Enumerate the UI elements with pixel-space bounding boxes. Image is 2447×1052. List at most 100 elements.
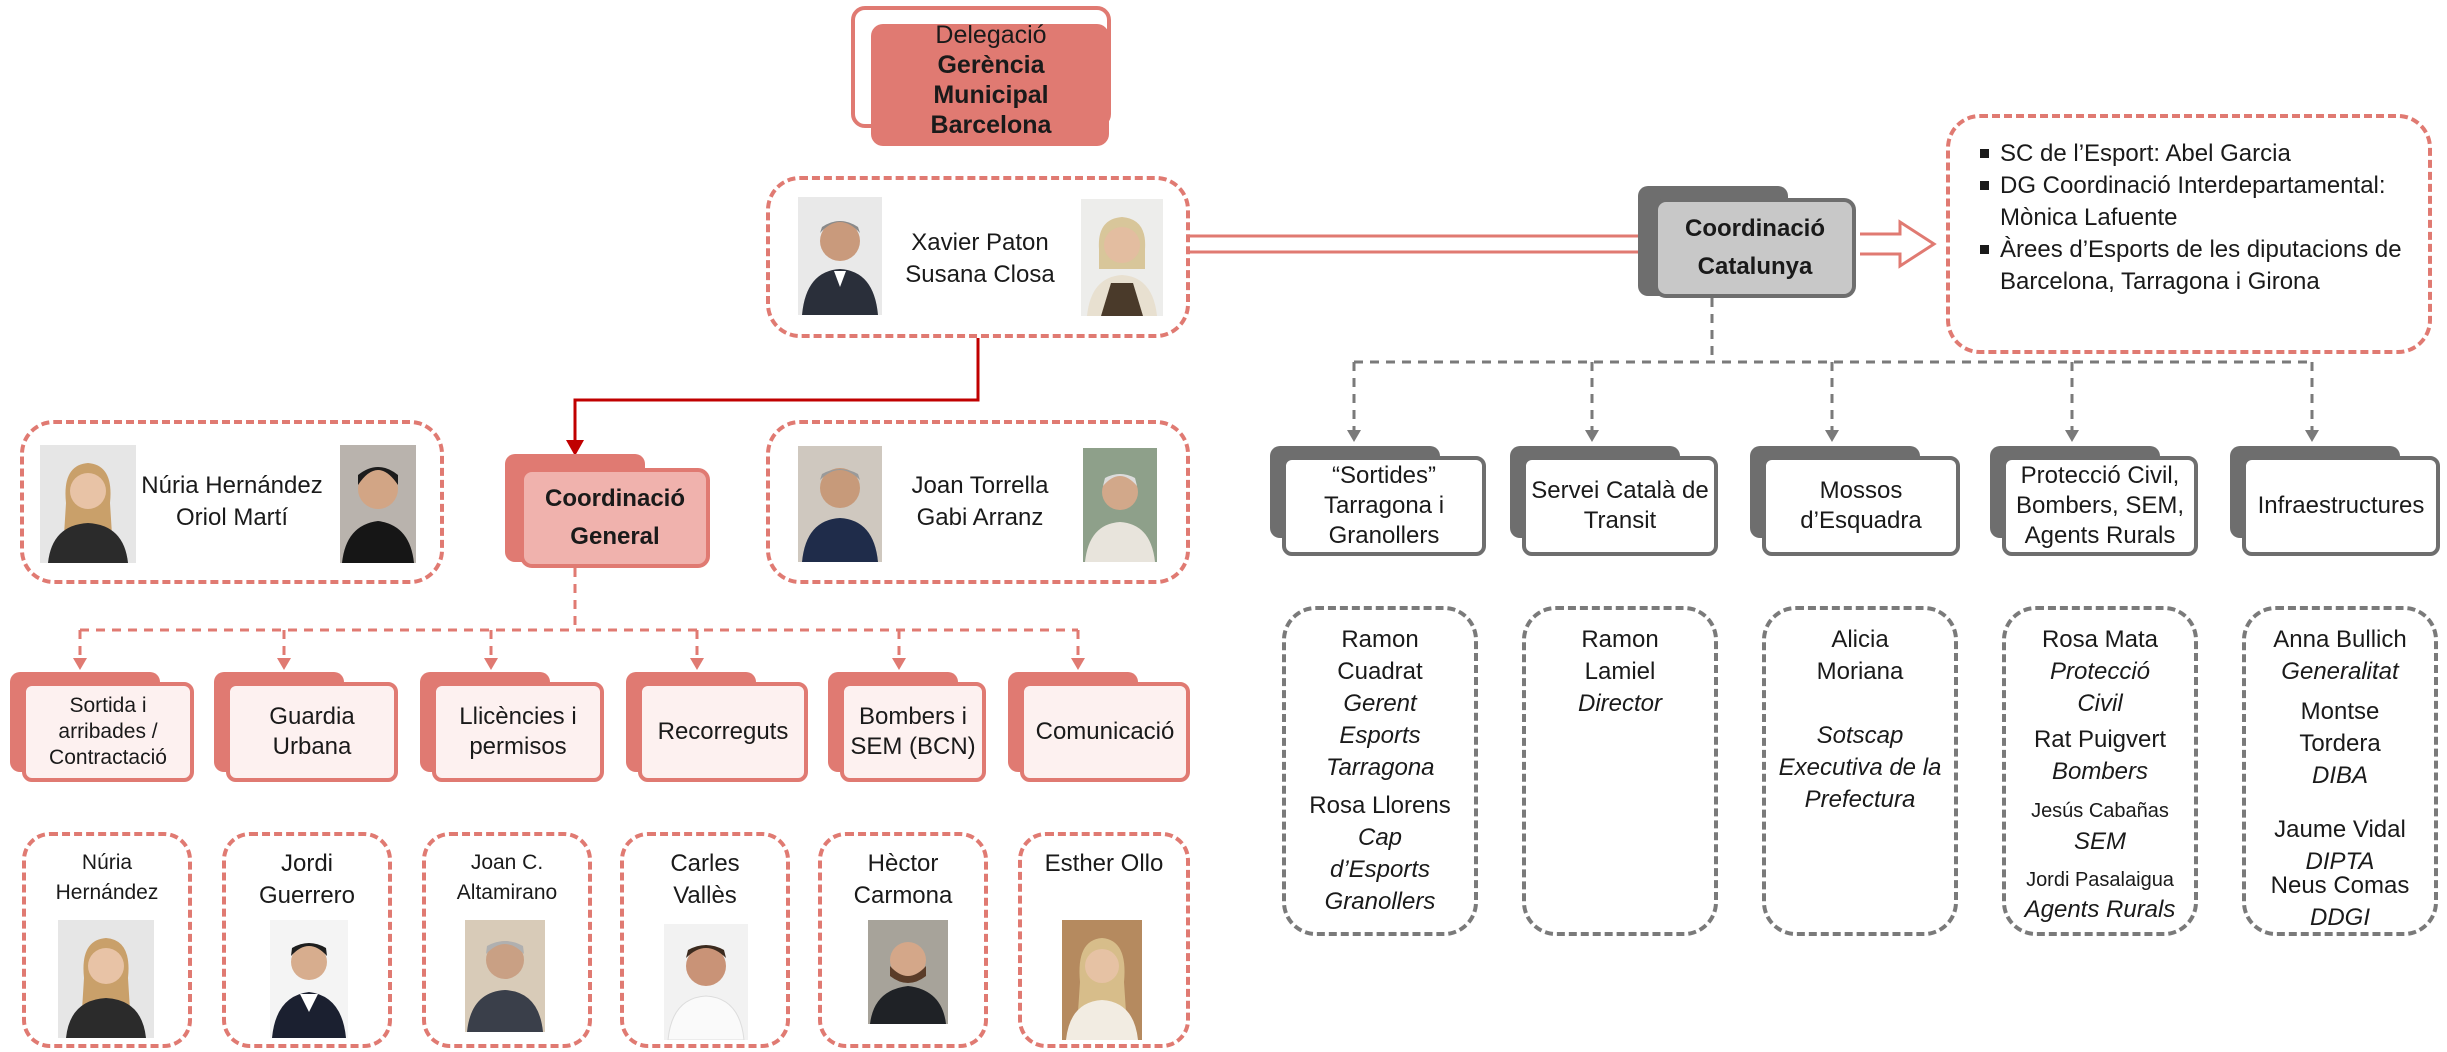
portrait-icon [868, 920, 948, 1024]
cat-person: Jesús Cabañas SEM [2008, 796, 2192, 858]
portrait-photo [58, 920, 154, 1038]
bcn-area-label: Recorreguts [657, 718, 789, 745]
cat-person: Ramon Cuadrat Gerent Esports Tarragona [1290, 624, 1470, 784]
bcn-person-box [222, 832, 392, 1048]
portrait-icon [1062, 920, 1142, 1040]
delegacio-label: Delegació Gerència Municipal Barcelona [851, 20, 1131, 140]
right-pair-box [766, 420, 1190, 584]
leader-name-2: Susana Closa [905, 261, 1055, 288]
cat-person: Montse Tordera DIBA [2248, 696, 2432, 792]
cat-person-box [2242, 606, 2438, 936]
bcn-person-box [22, 832, 192, 1048]
left-pair-name-2: Oriol Martí [175, 504, 288, 531]
cat-person-role: SEM [2073, 828, 2126, 855]
arrow-right-icon [1860, 219, 1937, 269]
left-pair-name-1: Núria Hernández [141, 472, 323, 499]
right-pair-name-1: Joan Torrella [911, 472, 1049, 499]
coord-general-line2: General [570, 523, 660, 550]
delegacio-box [871, 24, 1109, 146]
delegacio-line3: Municipal [933, 81, 1049, 109]
portrait-photo [1062, 920, 1142, 1040]
cat-person-role: Gerent Esports Tarragona [1326, 690, 1435, 781]
bcn-area-box: Llicències i permisos [432, 682, 604, 782]
cat-person: Ramon Lamiel Director [1540, 624, 1700, 720]
cat-person: Rosa Mata Protecció Civil [2008, 624, 2192, 720]
cat-person-role: Sotscap Executiva de la Prefectura [1778, 722, 1942, 813]
cat-area-box: Protecció Civil, Bombers, SEM, Agents Ru… [2002, 456, 2198, 556]
leader-name-1: Xavier Paton [911, 229, 1049, 256]
cat-person-name: Ramon Cuadrat [1337, 626, 1423, 685]
bcn-person-name: Hèctor Carmona [853, 850, 953, 909]
cat-person: Rat Puigvert Bombers [2008, 724, 2192, 788]
cat-person: Jaume Vidal DIPTA [2248, 814, 2432, 878]
bcn-person-name: Carles Vallès [670, 850, 740, 909]
portrait-photo [465, 920, 545, 1032]
cat-person: Jordi Pasalaigua Agents Rurals [2004, 866, 2196, 926]
cat-person-box [1282, 606, 1478, 936]
bcn-person-name: Núria Hernández [55, 851, 159, 904]
cat-area-box: Mossos d’Esquadra [1762, 456, 1960, 556]
bcn-tree-connector [78, 568, 1080, 660]
cat-person-name: Rosa Mata [2041, 626, 2159, 653]
bcn-person-name: Jordi Guerrero [258, 850, 356, 909]
cat-person: Alicia Moriana Sotscap Executiva de la P… [1772, 624, 1948, 816]
cat-person-role: Generalitat [2281, 658, 2399, 685]
delegacio-line2: Gerència [937, 51, 1045, 79]
cat-area-box: “Sortides” Tarragona i Granollers [1282, 456, 1486, 556]
leader-to-general-connector [573, 338, 980, 444]
cat-area-label: Infraestructures [2257, 492, 2425, 519]
portrait-photo-gabi [1083, 448, 1157, 562]
cat-tree-arrowheads [1347, 430, 2319, 442]
portrait-icon [798, 197, 882, 315]
double-line-connector [1188, 234, 1640, 254]
coord-general-line1: Coordinació [544, 485, 685, 512]
bcn-area-label: Llicències i permisos [459, 703, 577, 760]
cat-area-box: Servei Català de Transit [1522, 456, 1718, 556]
cat-person: Rosa Llorens Cap d’Esports Granollers [1290, 790, 1470, 918]
cat-person-role: DIBA [2311, 762, 2368, 789]
cat-person-name: Montse Tordera [2299, 698, 2381, 757]
portrait-icon [1083, 448, 1157, 562]
portrait-icon [58, 920, 154, 1038]
cat-area-box: Infraestructures [2242, 456, 2440, 556]
cat-person-name: Rosa Llorens [1309, 792, 1451, 819]
bcn-area-label: Bombers i SEM (BCN) [850, 703, 976, 760]
cat-person: Anna Bullich Generalitat [2248, 624, 2432, 688]
bcn-person-box [1018, 832, 1190, 1048]
leaders-names: Xavier Paton Susana Closa [880, 227, 1080, 291]
coord-catalunya-box: Coordinació Catalunya [1654, 198, 1856, 298]
portrait-icon [798, 446, 882, 562]
portrait-icon [40, 445, 136, 563]
bcn-area-label: Comunicació [1035, 718, 1175, 745]
catalunya-list-item: Àrees d’Esports de les diputacions de Ba… [1978, 234, 2414, 298]
catalunya-list: SC de l’Esport: Abel Garcia DG Coordinac… [1978, 138, 2414, 298]
cat-person-name: Jordi Pasalaigua [2026, 869, 2174, 891]
bcn-person-box [818, 832, 988, 1048]
portrait-photo [868, 920, 948, 1024]
portrait-icon [340, 445, 416, 563]
cat-person-box [1762, 606, 1958, 936]
catalunya-list-item: DG Coordinació Interdepartamental: Mònic… [1978, 170, 2414, 234]
cat-person: Neus Comas DDGI [2248, 870, 2432, 934]
cat-person-role: Cap d’Esports Granollers [1324, 824, 1436, 915]
cat-person-name: Rat Puigvert [2033, 726, 2167, 753]
cat-person-role: Agents Rurals [2024, 896, 2176, 923]
cat-person-role: DDGI [2310, 904, 2370, 931]
cat-person-name: Alicia Moriana [1816, 626, 1904, 685]
portrait-photo-nuria-top [40, 445, 136, 563]
portrait-icon [270, 920, 348, 1038]
cat-person-name: Jaume Vidal [2274, 816, 2406, 843]
portrait-photo-susana [1081, 199, 1163, 316]
bcn-area-box: Sortida i arribades / Contractació [22, 682, 194, 782]
cat-person-name: Jesús Cabañas [2031, 800, 2169, 822]
leaders-box [766, 176, 1190, 338]
bcn-area-label: Guardia Urbana [269, 703, 355, 760]
cat-person-box [1522, 606, 1718, 936]
cat-person-name: Ramon Lamiel [1581, 626, 1659, 685]
arrow-down-icon [566, 440, 584, 456]
delegacio-line1: Delegació [935, 21, 1047, 49]
bcn-area-box: Bombers i SEM (BCN) [840, 682, 986, 782]
cat-tree-connector [1352, 298, 2314, 432]
cat-person-name: Neus Comas [2270, 872, 2410, 899]
